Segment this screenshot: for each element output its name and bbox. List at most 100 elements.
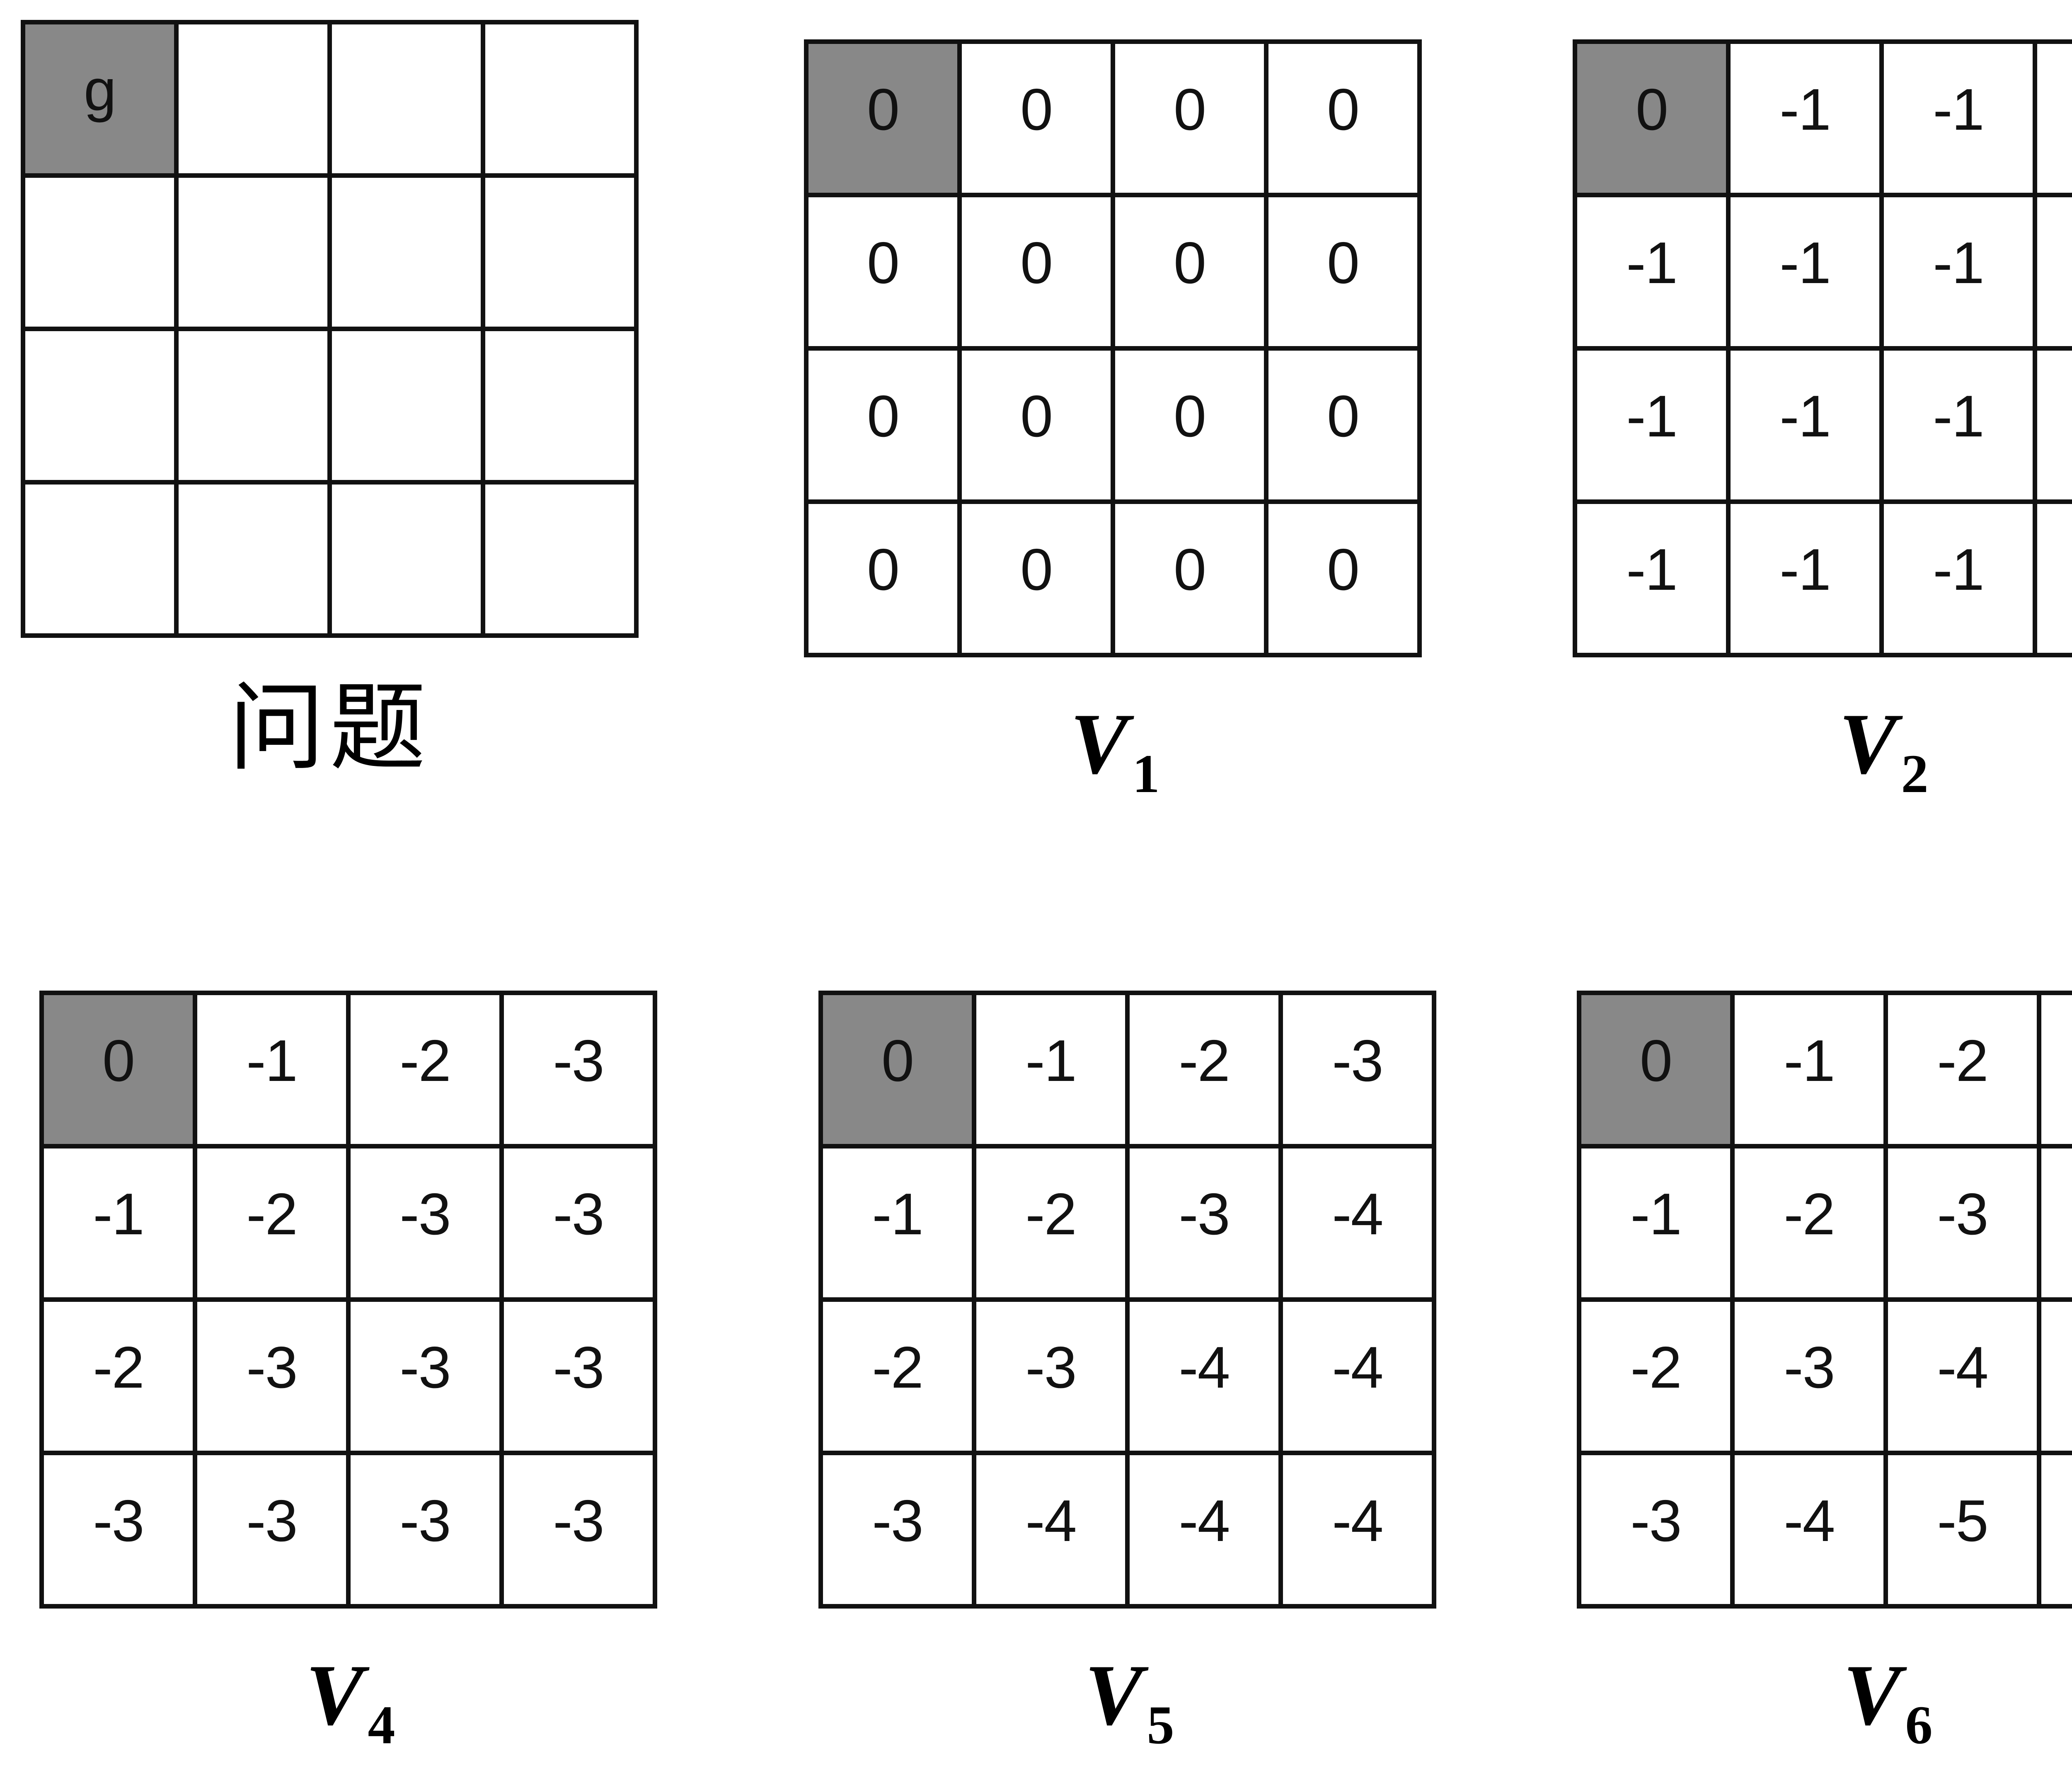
grid-cell-v6-r1-c3[interactable]: -4 <box>2041 1148 2072 1302</box>
grid-cell-problem-r3-c3[interactable] <box>485 485 639 638</box>
grid-cell-v5-r3-c1[interactable]: -4 <box>976 1455 1130 1609</box>
grid-cell-v1-r0-c1[interactable]: 0 <box>962 44 1115 197</box>
value-grid-v5: 0-1-2-3-1-2-3-4-2-3-4-4-3-4-4-4 <box>818 991 1436 1609</box>
grid-cell-v2-r1-c1[interactable]: -1 <box>1731 197 1884 351</box>
grid-cell-problem-r0-c2[interactable] <box>332 24 485 178</box>
grid-cell-v5-r0-c1[interactable]: -1 <box>976 995 1130 1148</box>
grid-cell-v4-r1-c1[interactable]: -2 <box>197 1148 351 1302</box>
grid-cell-v2-r3-c0[interactable]: -1 <box>1577 504 1731 657</box>
grid-cell-problem-r0-c0[interactable]: g <box>25 24 179 178</box>
grid-cell-v6-r3-c1[interactable]: -4 <box>1735 1455 1888 1609</box>
grid-cell-v4-r3-c2[interactable]: -3 <box>351 1455 504 1609</box>
grid-cell-v2-r0-c0[interactable]: 0 <box>1577 44 1731 197</box>
grid-cell-v4-r1-c2[interactable]: -3 <box>351 1148 504 1302</box>
grid-cell-v1-r2-c0[interactable]: 0 <box>808 351 962 504</box>
grid-cell-problem-r2-c2[interactable] <box>332 331 485 485</box>
grid-cell-problem-r1-c3[interactable] <box>485 178 639 331</box>
grid-cell-v4-r1-c0[interactable]: -1 <box>44 1148 197 1302</box>
grid-cell-v4-r3-c0[interactable]: -3 <box>44 1455 197 1609</box>
grid-cell-v4-r2-c0[interactable]: -2 <box>44 1302 197 1455</box>
grid-cell-v1-r1-c3[interactable]: 0 <box>1268 197 1422 351</box>
grid-cell-v2-r0-c2[interactable]: -1 <box>1884 44 2037 197</box>
grid-cell-v6-r1-c0[interactable]: -1 <box>1581 1148 1735 1302</box>
grid-cell-v4-r3-c3[interactable]: -3 <box>504 1455 657 1609</box>
grid-cell-v6-r0-c3[interactable]: -3 <box>2041 995 2072 1148</box>
grid-cell-v2-r3-c3[interactable]: -1 <box>2037 504 2072 657</box>
grid-cell-v5-r1-c1[interactable]: -2 <box>976 1148 1130 1302</box>
grid-cell-v1-r3-c2[interactable]: 0 <box>1115 504 1268 657</box>
grid-cell-v4-r1-c3[interactable]: -3 <box>504 1148 657 1302</box>
grid-cell-v5-r1-c3[interactable]: -4 <box>1283 1148 1436 1302</box>
grid-cell-v4-r3-c1[interactable]: -3 <box>197 1455 351 1609</box>
grid-cell-v5-r2-c3[interactable]: -4 <box>1283 1302 1436 1455</box>
grid-cell-problem-r3-c2[interactable] <box>332 485 485 638</box>
grid-cell-v6-r3-c0[interactable]: -3 <box>1581 1455 1735 1609</box>
grid-cell-v5-r2-c2[interactable]: -4 <box>1130 1302 1283 1455</box>
grid-cell-problem-r1-c1[interactable] <box>179 178 332 331</box>
grid-cell-problem-r2-c0[interactable] <box>25 331 179 485</box>
grid-cell-v1-r3-c3[interactable]: 0 <box>1268 504 1422 657</box>
grid-cell-v1-r2-c3[interactable]: 0 <box>1268 351 1422 504</box>
grid-cell-v6-r1-c2[interactable]: -3 <box>1888 1148 2041 1302</box>
grid-cell-v1-r1-c1[interactable]: 0 <box>962 197 1115 351</box>
grid-cell-v2-r1-c0[interactable]: -1 <box>1577 197 1731 351</box>
grid-cell-v5-r2-c1[interactable]: -3 <box>976 1302 1130 1455</box>
grid-cell-v6-r2-c2[interactable]: -4 <box>1888 1302 2041 1455</box>
grid-cell-v6-r2-c3[interactable]: -5 <box>2041 1302 2072 1455</box>
grid-cell-v2-r0-c3[interactable]: -1 <box>2037 44 2072 197</box>
grid-cell-v1-r1-c2[interactable]: 0 <box>1115 197 1268 351</box>
grid-cell-v2-r3-c1[interactable]: -1 <box>1731 504 1884 657</box>
grid-cell-v5-r3-c3[interactable]: -4 <box>1283 1455 1436 1609</box>
grid-cell-v1-r0-c3[interactable]: 0 <box>1268 44 1422 197</box>
grid-cell-v2-r1-c3[interactable]: -1 <box>2037 197 2072 351</box>
grid-cell-v6-r0-c1[interactable]: -1 <box>1735 995 1888 1148</box>
grid-cell-v4-r2-c2[interactable]: -3 <box>351 1302 504 1455</box>
grid-cell-v5-r1-c0[interactable]: -1 <box>823 1148 976 1302</box>
grid-cell-v6-r0-c2[interactable]: -2 <box>1888 995 2041 1148</box>
grid-cell-v4-r2-c1[interactable]: -3 <box>197 1302 351 1455</box>
grid-cell-v4-r0-c3[interactable]: -3 <box>504 995 657 1148</box>
grid-cell-v5-r0-c2[interactable]: -2 <box>1130 995 1283 1148</box>
grid-cell-v5-r0-c0[interactable]: 0 <box>823 995 976 1148</box>
grid-cell-v5-r1-c2[interactable]: -3 <box>1130 1148 1283 1302</box>
grid-cell-v5-r0-c3[interactable]: -3 <box>1283 995 1436 1148</box>
grid-cell-problem-r1-c0[interactable] <box>25 178 179 331</box>
grid-cell-problem-r3-c1[interactable] <box>179 485 332 638</box>
grid-cell-v2-r2-c2[interactable]: -1 <box>1884 351 2037 504</box>
grid-cell-problem-r2-c3[interactable] <box>485 331 639 485</box>
grid-cell-v2-r2-c3[interactable]: -1 <box>2037 351 2072 504</box>
grid-cell-v2-r3-c2[interactable]: -1 <box>1884 504 2037 657</box>
grid-cell-v4-r0-c0[interactable]: 0 <box>44 995 197 1148</box>
grid-cell-v6-r3-c3[interactable]: -5 <box>2041 1455 2072 1609</box>
grid-cell-v1-r3-c1[interactable]: 0 <box>962 504 1115 657</box>
grid-cell-v4-r0-c2[interactable]: -2 <box>351 995 504 1148</box>
grid-cell-problem-r2-c1[interactable] <box>179 331 332 485</box>
grid-cell-v6-r2-c1[interactable]: -3 <box>1735 1302 1888 1455</box>
grid-cell-v6-r0-c0[interactable]: 0 <box>1581 995 1735 1148</box>
grid-cell-v4-r2-c3[interactable]: -3 <box>504 1302 657 1455</box>
grid-cell-v2-r1-c2[interactable]: -1 <box>1884 197 2037 351</box>
grid-cell-v1-r0-c2[interactable]: 0 <box>1115 44 1268 197</box>
grid-cell-v5-r3-c2[interactable]: -4 <box>1130 1455 1283 1609</box>
grid-cell-v1-r3-c0[interactable]: 0 <box>808 504 962 657</box>
grid-cell-v1-r0-c0[interactable]: 0 <box>808 44 962 197</box>
grid-cell-problem-r0-c3[interactable] <box>485 24 639 178</box>
grid-cell-v2-r2-c0[interactable]: -1 <box>1577 351 1731 504</box>
grid-cell-problem-r1-c2[interactable] <box>332 178 485 331</box>
grid-cell-v6-r3-c2[interactable]: -5 <box>1888 1455 2041 1609</box>
grid-cell-v1-r2-c2[interactable]: 0 <box>1115 351 1268 504</box>
grid-cell-v4-r0-c1[interactable]: -1 <box>197 995 351 1148</box>
grid-cell-v5-r2-c0[interactable]: -2 <box>823 1302 976 1455</box>
grid-cell-v2-r2-c1[interactable]: -1 <box>1731 351 1884 504</box>
grid-cell-v6-r1-c1[interactable]: -2 <box>1735 1148 1888 1302</box>
grid-cell-v6-r2-c0[interactable]: -2 <box>1581 1302 1735 1455</box>
grid-cell-v1-r2-c1[interactable]: 0 <box>962 351 1115 504</box>
grid-cell-problem-r0-c1[interactable] <box>179 24 332 178</box>
grid-cell-problem-r3-c0[interactable] <box>25 485 179 638</box>
grid-cell-v2-r0-c1[interactable]: -1 <box>1731 44 1884 197</box>
grid-cell-v5-r3-c0[interactable]: -3 <box>823 1455 976 1609</box>
grid-cell-v1-r1-c0[interactable]: 0 <box>808 197 962 351</box>
